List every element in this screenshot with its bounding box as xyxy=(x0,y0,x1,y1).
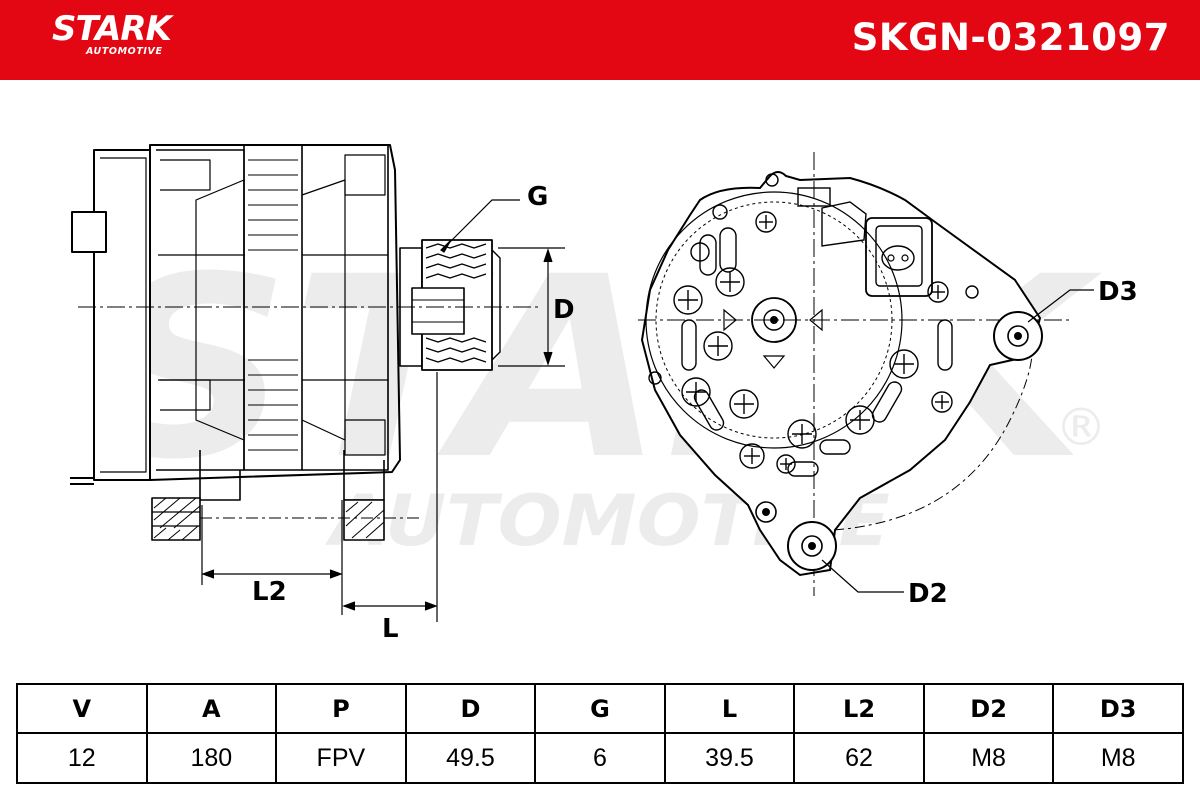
label-g: G xyxy=(527,182,548,212)
label-d: D xyxy=(553,295,575,325)
label-d3: D3 xyxy=(1098,277,1138,307)
header-bar: STARK AUTOMOTIVE SKGN-0321097 xyxy=(0,0,1200,80)
spec-value: 39.5 xyxy=(663,732,796,784)
front-view xyxy=(638,152,1070,596)
spec-value: M8 xyxy=(922,732,1055,784)
spec-value: FPV xyxy=(275,732,407,784)
spec-value: 12 xyxy=(16,732,148,784)
technical-drawing: STARK AUTOMOTIVE ® xyxy=(70,144,1138,644)
spec-value: 180 xyxy=(145,732,278,784)
side-view xyxy=(70,144,540,541)
spec-value: M8 xyxy=(1052,732,1184,784)
spec-header-row: V A P D G L L2 D2 D3 xyxy=(16,683,1184,734)
dimension-labels: G D L2 L D2 D3 xyxy=(252,182,1138,644)
spec-value: 49.5 xyxy=(404,732,537,784)
spec-value-row: 12 180 FPV 49.5 6 39.5 62 M8 M8 xyxy=(16,732,1184,784)
spec-header: D2 xyxy=(922,683,1055,734)
screw-heads xyxy=(648,173,979,474)
part-number: SKGN-0321097 xyxy=(851,16,1170,59)
spec-header: G xyxy=(534,683,666,734)
label-l: L xyxy=(382,614,399,644)
pulley-grooves xyxy=(425,243,487,363)
label-d2: D2 xyxy=(908,579,948,609)
side-dimensions xyxy=(200,199,565,622)
spec-header: L xyxy=(663,683,796,734)
spec-value: 62 xyxy=(793,732,925,784)
spec-table: V A P D G L L2 D2 D3 12 180 FPV 49.5 6 3… xyxy=(16,683,1184,784)
spec-header: L2 xyxy=(793,683,925,734)
spec-value: 6 xyxy=(534,732,666,784)
spec-header: P xyxy=(275,683,407,734)
brand-subtitle: AUTOMOTIVE xyxy=(86,46,163,57)
label-l2: L2 xyxy=(252,577,287,607)
lug-hatching xyxy=(153,497,201,541)
front-leaders xyxy=(821,289,1094,593)
spec-header: D3 xyxy=(1052,683,1184,734)
spec-header: D xyxy=(404,683,537,734)
brand-name: STARK xyxy=(52,9,172,49)
watermark-registered: ® xyxy=(1055,398,1107,458)
brand-logo: STARK AUTOMOTIVE xyxy=(52,9,172,57)
spec-header: V xyxy=(16,683,148,734)
spec-header: A xyxy=(145,683,278,734)
